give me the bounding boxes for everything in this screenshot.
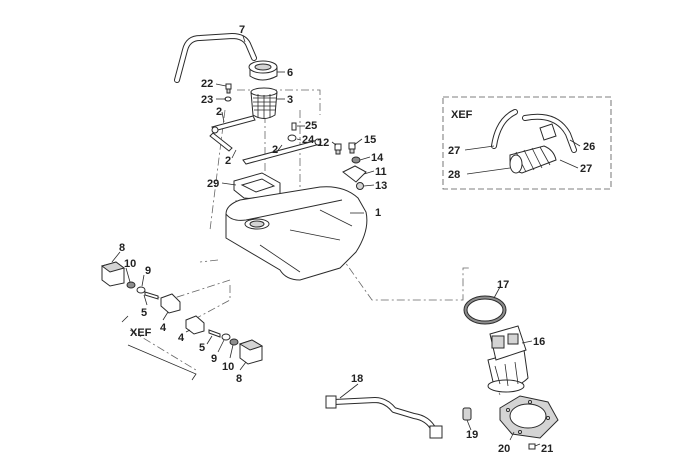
nut-13: [356, 182, 364, 190]
callout-5-upper: 5: [141, 307, 147, 319]
callout-labels: 7 6 3 22 23 2 2 2 25 24 12 15 14 11 13 1…: [119, 24, 595, 455]
mount-bracket-8-upper: [100, 261, 126, 287]
callout-28: 28: [448, 169, 460, 181]
callout-15: 15: [364, 134, 376, 146]
callout-xef-mounts: XEF: [130, 327, 152, 339]
grommet-14: [351, 156, 361, 164]
callout-17: 17: [497, 279, 509, 291]
callout-5-lower: 5: [199, 342, 205, 354]
strap-2-upper: [211, 115, 256, 134]
callout-14: 14: [371, 152, 384, 164]
callout-24: 24: [302, 134, 315, 146]
strap-2-lower: [242, 138, 322, 165]
callout-18: 18: [351, 373, 363, 385]
filler-strainer-3: [250, 87, 278, 119]
callout-2-lower: 2: [272, 144, 278, 156]
strap-2-middle: [209, 132, 233, 152]
callout-12: 12: [317, 137, 329, 149]
callout-29: 29: [207, 178, 219, 190]
callout-8-upper: 8: [119, 242, 125, 254]
callout-21: 21: [541, 443, 553, 455]
bracket-11: [342, 165, 367, 183]
clamp-19: [462, 407, 472, 421]
callout-19: 19: [466, 429, 478, 441]
stud-9-lower: [221, 333, 231, 341]
fuel-pump-16: [487, 325, 529, 393]
bushing-24: [287, 134, 297, 142]
callout-20: 20: [498, 443, 510, 455]
spacer-5-upper: [144, 291, 159, 300]
callout-27-left: 27: [448, 145, 460, 157]
fuel-line-18: [325, 395, 443, 439]
callout-8-lower: 8: [236, 373, 242, 385]
callout-7: 7: [239, 24, 245, 36]
leader-lines: [111, 35, 581, 447]
damper-4-lower: [185, 315, 205, 335]
callout-10-lower: 10: [222, 361, 234, 373]
callout-16: 16: [533, 336, 545, 348]
bolt-25: [291, 122, 297, 131]
callout-25: 25: [305, 120, 317, 132]
callout-22: 22: [201, 78, 213, 90]
stud-9-upper: [136, 286, 146, 294]
washer-10-lower: [229, 338, 239, 346]
gasket-17: [463, 295, 507, 325]
callout-2-middle: 2: [225, 155, 231, 167]
callout-9-upper: 9: [145, 265, 151, 277]
screw-21: [528, 443, 536, 450]
xef-variant-box: [442, 96, 612, 190]
callout-xef-box: XEF: [451, 109, 473, 121]
xef-mounts-bracket: [121, 315, 197, 381]
breather-hose-7: [174, 33, 257, 83]
bolt-12: [334, 143, 342, 155]
screw-15: [348, 142, 356, 154]
damper-4-upper: [160, 293, 181, 314]
washer-10-upper: [126, 281, 136, 289]
pump-flange-20: [499, 395, 559, 439]
callout-13: 13: [375, 180, 387, 192]
callout-4-lower: 4: [178, 332, 185, 344]
callout-3: 3: [287, 94, 293, 106]
callout-6: 6: [287, 67, 293, 79]
callout-1: 1: [375, 207, 381, 219]
fuel-tank-1: [225, 186, 368, 281]
bolt-22: [225, 83, 232, 94]
callout-26: 26: [583, 141, 595, 153]
callout-27-right: 27: [580, 163, 592, 175]
callout-23: 23: [201, 94, 213, 106]
mount-bracket-8-lower: [238, 339, 264, 365]
callout-4-upper: 4: [160, 322, 167, 334]
callout-11: 11: [375, 166, 387, 178]
callout-10-upper: 10: [124, 258, 136, 270]
spacer-5-lower: [208, 329, 221, 338]
callout-9-lower: 9: [211, 353, 217, 365]
fuel-cap-6: [248, 60, 278, 81]
callout-2-upper: 2: [216, 106, 222, 118]
